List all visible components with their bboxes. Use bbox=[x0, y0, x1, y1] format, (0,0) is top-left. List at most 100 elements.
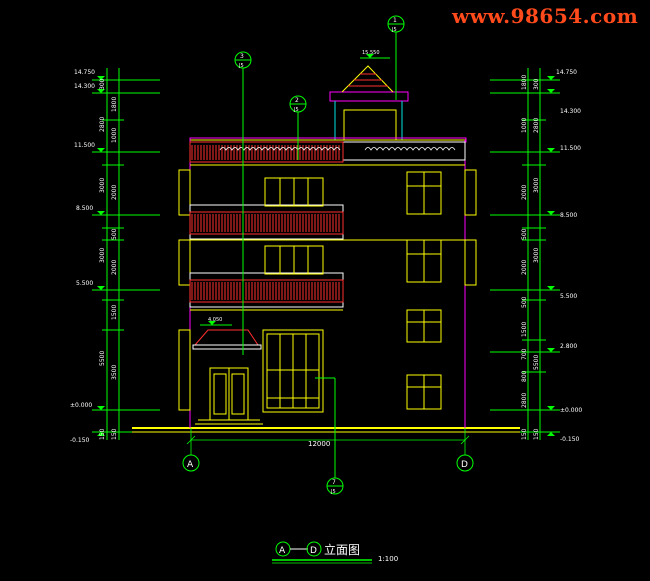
leader-lines bbox=[242, 32, 397, 478]
dim-label: 500 bbox=[521, 228, 528, 240]
dim-label: 3000 bbox=[533, 178, 540, 193]
svg-text:2: 2 bbox=[295, 97, 299, 104]
svg-text:J5: J5 bbox=[293, 107, 299, 113]
svg-text:7: 7 bbox=[332, 479, 336, 486]
dim-label: 1500 bbox=[521, 322, 528, 337]
right-elev-label: -0.150 bbox=[560, 436, 580, 443]
dim-label: 3500 bbox=[111, 365, 118, 380]
dim-label: 500 bbox=[521, 296, 528, 308]
right-elev-label: 11.500 bbox=[560, 145, 581, 152]
overall-width-label: 12000 bbox=[308, 440, 330, 448]
axis-marker-7: 7 J5 bbox=[326, 477, 344, 495]
left-elev-label: 14.750 bbox=[74, 69, 95, 76]
side-pilaster bbox=[178, 329, 191, 411]
right-elevation-markers bbox=[547, 76, 555, 436]
dim-label: 150 bbox=[533, 428, 540, 440]
dim-label: 2800 bbox=[521, 393, 528, 408]
dim-label: 300 bbox=[533, 78, 540, 90]
balcony-door-3f bbox=[264, 177, 324, 207]
svg-text:A: A bbox=[187, 460, 194, 470]
window-1f bbox=[406, 374, 442, 410]
dim-label: 300 bbox=[99, 78, 106, 90]
right-elev-label: 8.500 bbox=[560, 212, 577, 219]
entrance-door bbox=[209, 367, 249, 421]
dim-label: 5500 bbox=[99, 351, 106, 366]
left-dimension-labels: 300 2800 3000 3000 5500 150 1800 1000 20… bbox=[99, 78, 118, 440]
svg-text:3: 3 bbox=[240, 53, 244, 60]
dim-label: 2800 bbox=[533, 118, 540, 133]
title-grid-end: D bbox=[310, 546, 317, 556]
left-elev-label: 5.500 bbox=[76, 280, 93, 287]
dim-label: 3000 bbox=[99, 248, 106, 263]
right-dimension-labels: 1800 1000 2000 500 2000 500 1500 700 800… bbox=[521, 75, 540, 440]
balustrade-ticks bbox=[191, 145, 340, 300]
window-2f bbox=[406, 309, 442, 343]
bay-window bbox=[262, 329, 324, 413]
railing-wave bbox=[219, 147, 341, 151]
dim-label: 1800 bbox=[521, 75, 528, 90]
left-elev-label: -0.150 bbox=[70, 437, 90, 444]
svg-text:J5: J5 bbox=[391, 27, 397, 33]
window-4f bbox=[406, 171, 442, 215]
svg-text:1: 1 bbox=[393, 17, 397, 24]
axis-marker-1: 1 J5 bbox=[387, 15, 405, 33]
axis-marker-2: 2 J5 bbox=[289, 95, 307, 113]
right-level-lines bbox=[490, 79, 560, 433]
dim-label: 2000 bbox=[521, 260, 528, 275]
scale-label: 1:100 bbox=[378, 555, 398, 563]
grid-bubble-a: A bbox=[182, 454, 200, 472]
right-elev-label: 5.500 bbox=[560, 293, 577, 300]
dim-label: 2800 bbox=[99, 117, 106, 132]
right-dimension-chain bbox=[490, 68, 560, 440]
dim-label: 800 bbox=[521, 370, 528, 382]
right-elevation-labels: 14.750 14.300 11.500 8.500 5.500 2.800 ±… bbox=[556, 69, 582, 443]
dim-label: 150 bbox=[521, 428, 528, 440]
left-elev-label: ±0.000 bbox=[70, 402, 92, 409]
top-parapet bbox=[189, 137, 467, 163]
dim-label: 1000 bbox=[111, 128, 118, 143]
dim-label: 1800 bbox=[111, 97, 118, 112]
dim-label: 150 bbox=[99, 428, 106, 440]
roof-elevation-marker: 15.550 bbox=[360, 50, 390, 59]
canopy-elevation-marker: 4.050 bbox=[200, 317, 232, 326]
right-elev-label: ±0.000 bbox=[560, 407, 582, 414]
balcony-door-2f bbox=[264, 245, 324, 275]
left-elevation-markers bbox=[97, 76, 105, 436]
dim-label: 2000 bbox=[111, 260, 118, 275]
window-3f bbox=[406, 239, 442, 283]
dim-label: 5500 bbox=[533, 355, 540, 370]
dim-label: 700 bbox=[521, 348, 528, 360]
drawing-title: A D 立面图 1:100 bbox=[272, 541, 398, 564]
side-pilaster bbox=[178, 169, 191, 216]
grid-axes bbox=[186, 428, 470, 455]
axis-marker-3: 3 J5 bbox=[234, 51, 252, 69]
left-elevation-labels: 14.750 14.300 11.500 8.500 5.500 ±0.000 … bbox=[70, 69, 95, 444]
left-elev-label: 8.500 bbox=[76, 205, 93, 212]
dim-label: 2000 bbox=[521, 185, 528, 200]
railing-wave bbox=[364, 147, 456, 151]
side-pilaster bbox=[178, 239, 191, 286]
right-elev-label: 14.300 bbox=[560, 108, 581, 115]
dim-label: 150 bbox=[111, 428, 118, 440]
svg-text:J5: J5 bbox=[330, 489, 336, 495]
building bbox=[178, 65, 477, 429]
svg-text:J5: J5 bbox=[238, 63, 244, 69]
dim-label: 1000 bbox=[521, 118, 528, 133]
left-elev-label: 11.500 bbox=[74, 142, 95, 149]
left-level-lines bbox=[92, 79, 160, 433]
dim-label: 3000 bbox=[533, 248, 540, 263]
right-elev-label: 14.750 bbox=[556, 69, 577, 76]
grid-bubble-d: D bbox=[456, 454, 474, 472]
entrance-canopy bbox=[192, 329, 262, 350]
dim-label: 500 bbox=[111, 228, 118, 240]
left-dimension-chain bbox=[92, 68, 160, 440]
side-pilaster bbox=[464, 169, 477, 216]
side-pilaster bbox=[464, 239, 477, 286]
dim-label: 3000 bbox=[99, 178, 106, 193]
title-suffix: 立面图 bbox=[324, 542, 360, 557]
left-elev-label: 14.300 bbox=[74, 83, 95, 90]
watermark: www.98654.com bbox=[452, 4, 639, 28]
railing-pattern bbox=[219, 147, 456, 151]
svg-text:15.550: 15.550 bbox=[362, 50, 380, 56]
